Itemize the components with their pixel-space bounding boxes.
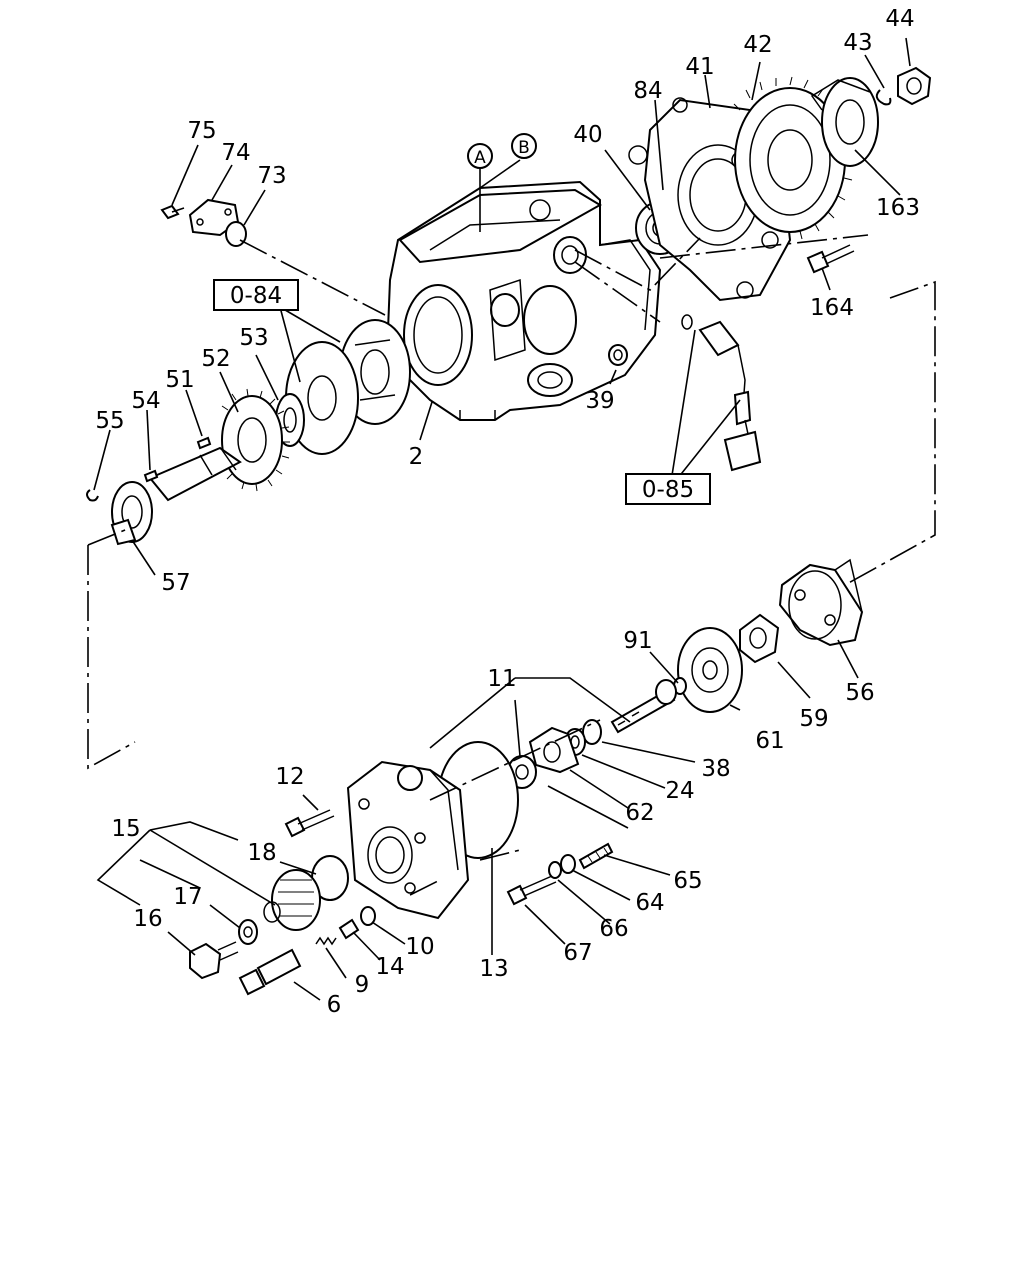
label-57: 57: [161, 570, 190, 596]
key-51: [196, 436, 212, 450]
label-61: 61: [755, 728, 784, 754]
key-54: [143, 469, 159, 483]
label-13: 13: [479, 956, 508, 982]
label-51: 51: [165, 367, 194, 393]
label-9: 9: [355, 972, 370, 998]
washer-10: [360, 906, 376, 926]
bolt-75: [160, 204, 185, 220]
label-44: 44: [885, 6, 914, 32]
label-75: 75: [187, 118, 216, 144]
ref-circle-b: B: [511, 133, 537, 159]
label-6: 6: [327, 992, 342, 1018]
coupling-61: [677, 627, 743, 713]
leader-lines: [93, 37, 911, 1001]
label-62: 62: [625, 800, 654, 826]
label-14: 14: [375, 954, 404, 980]
ref-0-85-text: 0-85: [642, 477, 694, 503]
sensor-0-85: [698, 320, 762, 472]
regulator-15: [263, 869, 321, 931]
label-12: 12: [275, 764, 304, 790]
washer-64: [560, 854, 576, 874]
bolt-12: [284, 809, 335, 838]
governor-56: [778, 558, 864, 647]
ref-a-label: A: [474, 148, 486, 168]
ref-b-label: B: [518, 138, 530, 158]
pump-housing: [386, 180, 662, 421]
damper-59: [739, 613, 780, 664]
nut-44: [897, 66, 932, 106]
label-91: 91: [623, 628, 652, 654]
label-16: 16: [133, 906, 162, 932]
label-38: 38: [701, 756, 730, 782]
label-39: 39: [585, 388, 614, 414]
label-163: 163: [876, 195, 920, 221]
label-52: 52: [201, 346, 230, 372]
piston-14: [338, 918, 360, 940]
bolt-16: [189, 941, 239, 980]
label-17: 17: [173, 884, 202, 910]
feed-pump-shaft: [610, 679, 677, 734]
clip-55: [86, 489, 99, 502]
stud-65: [578, 842, 614, 870]
label-18: 18: [247, 840, 276, 866]
label-53: 53: [239, 325, 268, 351]
bolt-67: [506, 875, 557, 906]
label-55: 55: [95, 408, 124, 434]
feed-pump-body: [346, 760, 470, 920]
label-164: 164: [810, 295, 854, 321]
label-64: 64: [635, 890, 664, 916]
label-65: 65: [673, 868, 702, 894]
nut-39: [608, 344, 628, 366]
plate-62: [528, 726, 580, 774]
center-lines: [87, 234, 936, 896]
o-ring-small: [681, 314, 693, 330]
hub-163: [810, 77, 879, 167]
label-84: 84: [633, 78, 662, 104]
label-56: 56: [845, 680, 874, 706]
ref-box-0-84: 0-84: [213, 279, 299, 311]
label-41: 41: [685, 54, 714, 80]
coupling-57: [110, 518, 137, 546]
label-74: 74: [221, 140, 250, 166]
label-73: 73: [257, 163, 286, 189]
label-43: 43: [843, 30, 872, 56]
circlip-43: [875, 89, 892, 106]
label-2: 2: [409, 444, 424, 470]
label-66: 66: [599, 916, 628, 942]
part-number-labels: 44 43 42 41 84 40 163 164 75 74 73 2 39 …: [95, 6, 920, 1018]
ref-circle-a: A: [467, 143, 493, 169]
label-11: 11: [487, 666, 516, 692]
label-42: 42: [743, 32, 772, 58]
label-54: 54: [131, 388, 160, 414]
label-59: 59: [799, 706, 828, 732]
label-40: 40: [573, 122, 602, 148]
washer-66: [548, 861, 562, 879]
bolt-164: [806, 244, 855, 274]
ref-0-84-text: 0-84: [230, 283, 282, 309]
ref-box-0-85: 0-85: [625, 473, 711, 505]
washer-17: [238, 919, 258, 945]
connector-6: [238, 948, 302, 996]
spring-9: [315, 936, 337, 946]
label-67: 67: [563, 940, 592, 966]
label-24: 24: [665, 778, 694, 804]
label-10: 10: [405, 934, 434, 960]
label-15: 15: [111, 816, 140, 842]
